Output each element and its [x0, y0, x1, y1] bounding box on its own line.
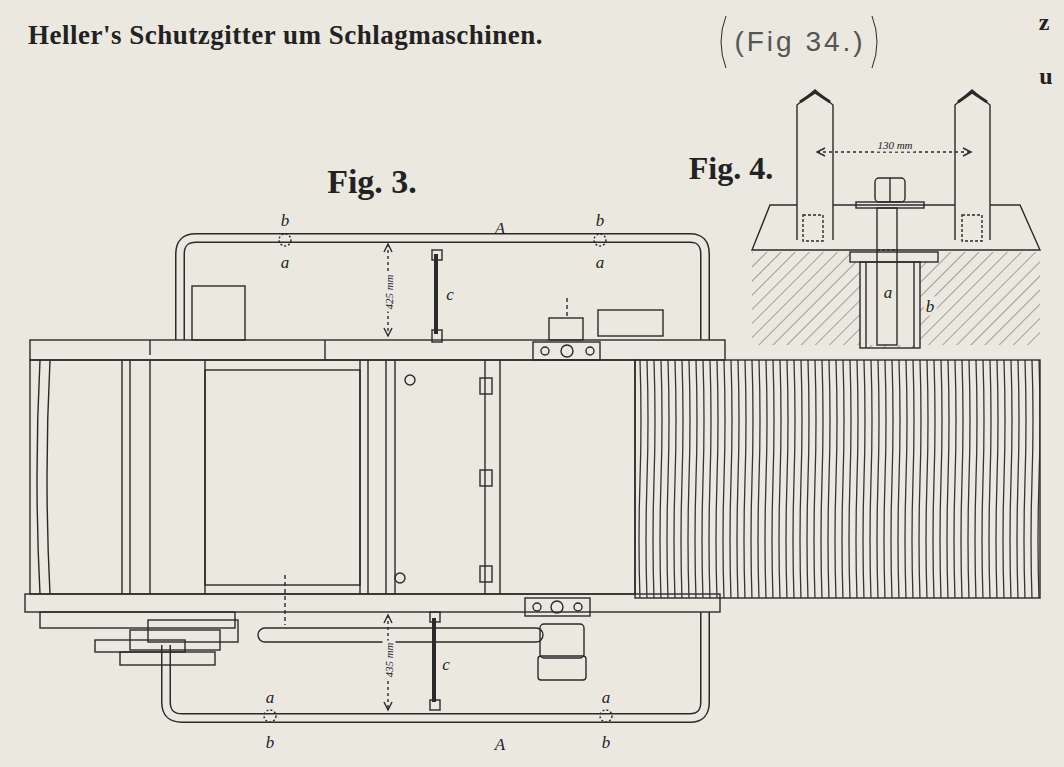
part-label: c [446, 286, 454, 303]
part-label: a [281, 254, 290, 271]
part-label: A [495, 220, 505, 237]
part-label: a [266, 689, 275, 706]
part-label: c [442, 656, 450, 673]
part-label: A [495, 736, 505, 753]
part-label: a [882, 283, 895, 302]
dimension-label: 130 mm [875, 139, 914, 152]
figure-label: Fig. 4. [689, 152, 773, 184]
part-label: b [596, 212, 605, 229]
title: Heller's Schutzgitter um Schlagmaschinen… [28, 22, 543, 49]
figure-label: (Fig 34.) [734, 28, 865, 56]
part-label: b [924, 297, 937, 316]
part-label: a [596, 254, 605, 271]
part-label: b [602, 734, 611, 751]
part-label: a [602, 689, 611, 706]
figure-label: Fig. 3. [327, 165, 417, 199]
part-label: z [1039, 10, 1050, 34]
part-label: u [1039, 64, 1052, 88]
dimension-label: 435 mm [383, 640, 396, 679]
part-label: b [266, 734, 275, 751]
part-label: b [281, 212, 290, 229]
dimension-label: 425 mm [383, 272, 396, 311]
